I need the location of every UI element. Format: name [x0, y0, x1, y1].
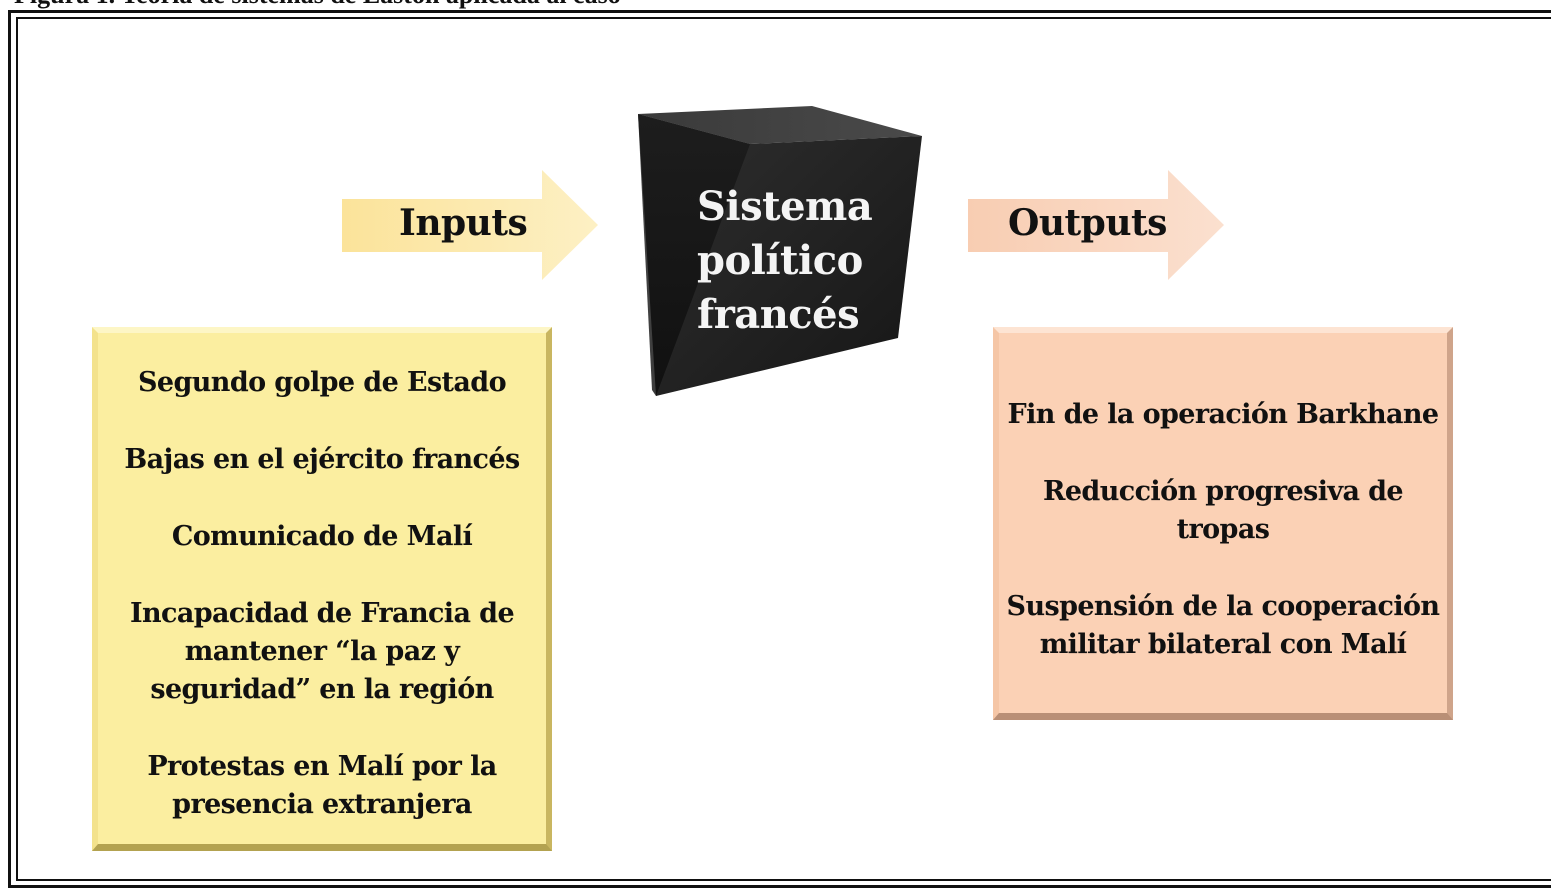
inner-frame — [16, 17, 1551, 881]
input-item-text: Protestas en Malí por la — [147, 751, 497, 782]
inputs-arrow-shape — [342, 170, 598, 280]
inputs-label: Inputs — [399, 202, 528, 244]
input-item-text: Comunicado de Malí — [171, 521, 473, 552]
input-item-text: seguridad” en la región — [150, 674, 494, 705]
outputs-box: Fin de la operación Barkhane Reducción p… — [993, 327, 1453, 720]
output-item-text: Reducción progresiva de — [1043, 476, 1404, 507]
output-item: Reducción progresiva de tropas — [999, 473, 1447, 549]
output-item-text: Suspensión de la cooperación — [1006, 591, 1441, 622]
system-label-line: Sistema — [697, 183, 873, 230]
input-item: Segundo golpe de Estado — [98, 364, 546, 402]
output-item: Fin de la operación Barkhane — [999, 396, 1447, 434]
cube-shape — [638, 106, 922, 396]
input-item-text: Incapacidad de Francia de — [129, 598, 515, 629]
outputs-label: Outputs — [1008, 202, 1167, 244]
inputs-arrow: Inputs — [342, 170, 600, 282]
outputs-arrow-shape — [968, 170, 1224, 280]
inputs-box: Segundo golpe de Estado Bajas en el ejér… — [92, 327, 552, 851]
output-item-text: tropas — [1176, 514, 1270, 545]
output-item: Suspensión de la cooperación militar bil… — [999, 588, 1447, 664]
input-item-text: mantener “la paz y — [184, 636, 460, 667]
system-label: Sistema político francés — [697, 180, 873, 342]
system-label-line: político — [697, 237, 863, 284]
outer-frame — [8, 10, 1551, 888]
input-item: Comunicado de Malí — [98, 518, 546, 556]
input-item: Incapacidad de Francia de mantener “la p… — [98, 595, 546, 709]
input-item: Protestas en Malí por la presencia extra… — [98, 748, 546, 824]
system-label-line: francés — [697, 291, 860, 338]
figure-caption: Figura 1. Teoría de sistemas de Easton a… — [0, 0, 1551, 10]
output-item-text: Fin de la operación Barkhane — [1007, 399, 1440, 430]
output-item-text: militar bilateral con Malí — [1039, 629, 1407, 660]
black-box-cube — [630, 100, 930, 400]
input-item-text: Bajas en el ejército francés — [124, 444, 520, 475]
figure-caption-text: Figura 1. Teoría de sistemas de Easton a… — [14, 0, 621, 10]
input-item-text: presencia extranjera — [172, 789, 472, 820]
input-item-text: Segundo golpe de Estado — [138, 367, 507, 398]
outputs-arrow: Outputs — [968, 170, 1226, 282]
input-item: Bajas en el ejército francés — [98, 441, 546, 479]
